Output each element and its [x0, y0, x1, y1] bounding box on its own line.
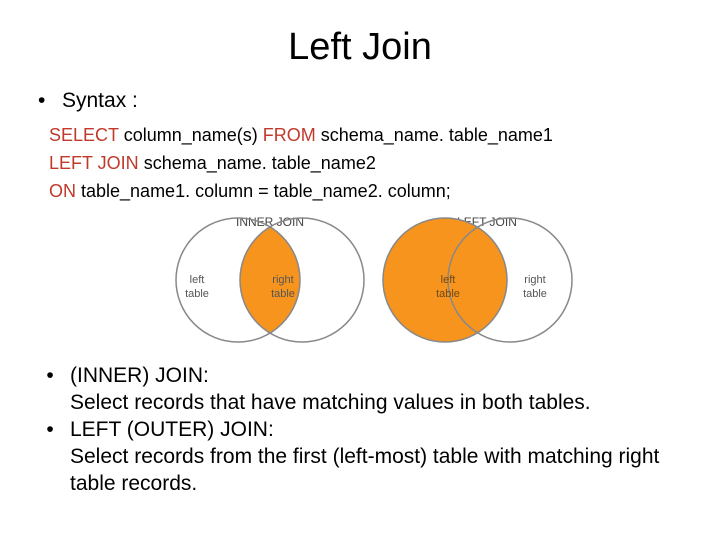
left-join-fill	[383, 218, 507, 342]
inner-join-caption: INNER JOIN	[236, 215, 304, 229]
left-join-diagram: LEFT JOIN left table right table	[382, 215, 573, 343]
list-item: • LEFT (OUTER) JOIN: Select records from…	[30, 416, 690, 497]
bullet-dot: •	[46, 364, 54, 387]
code-line-3: ON table_name1. column = table_name2. co…	[49, 177, 553, 205]
slide-title: Left Join	[288, 26, 432, 68]
sql-syntax-block: SELECT column_name(s) FROM schema_name. …	[49, 121, 553, 205]
left-label: table	[185, 288, 209, 300]
list-item: • (INNER) JOIN: Select records that have…	[30, 362, 690, 416]
code-line-2: LEFT JOIN schema_name. table_name2	[49, 149, 553, 177]
bullet-dot: •	[46, 418, 54, 441]
keyword-from: FROM	[262, 125, 316, 145]
join-descriptions: • (INNER) JOIN: Select records that have…	[30, 362, 690, 497]
right-label: right	[272, 274, 293, 286]
inner-join-overlap	[240, 218, 300, 342]
left-label: left	[190, 274, 205, 286]
code-line-1: SELECT column_name(s) FROM schema_name. …	[49, 121, 553, 149]
syntax-label: Syntax :	[62, 89, 138, 112]
right-table-circle	[239, 217, 365, 343]
keyword-on: ON	[49, 181, 76, 201]
syntax-bullet: • Syntax :	[38, 88, 138, 113]
bullet-dot: •	[38, 89, 46, 112]
keyword-left-join: LEFT JOIN	[49, 153, 139, 173]
right-label: right	[524, 274, 545, 286]
left-label: left	[441, 274, 456, 286]
keyword-select: SELECT	[49, 125, 119, 145]
left-table-circle	[382, 217, 508, 343]
bullet-heading: (INNER) JOIN:	[70, 364, 209, 387]
right-table-circle	[447, 217, 573, 343]
right-label: table	[523, 288, 547, 300]
bullet-heading: LEFT (OUTER) JOIN:	[70, 418, 274, 441]
code-text: schema_name. table_name2	[138, 153, 376, 173]
left-label: table	[436, 288, 460, 300]
code-text: table_name1. column = table_name2. colum…	[76, 181, 451, 201]
left-table-circle	[175, 217, 301, 343]
join-venn-diagrams: INNER JOIN left table right table LEFT J…	[175, 215, 573, 343]
bullet-body: Select records from the first (left-most…	[70, 445, 660, 495]
code-text: schema_name. table_name1	[315, 125, 553, 145]
inner-join-diagram: INNER JOIN left table right table	[175, 215, 365, 343]
bullet-body: Select records that have matching values…	[70, 391, 591, 414]
code-text: column_name(s)	[118, 125, 263, 145]
right-label: table	[271, 288, 295, 300]
